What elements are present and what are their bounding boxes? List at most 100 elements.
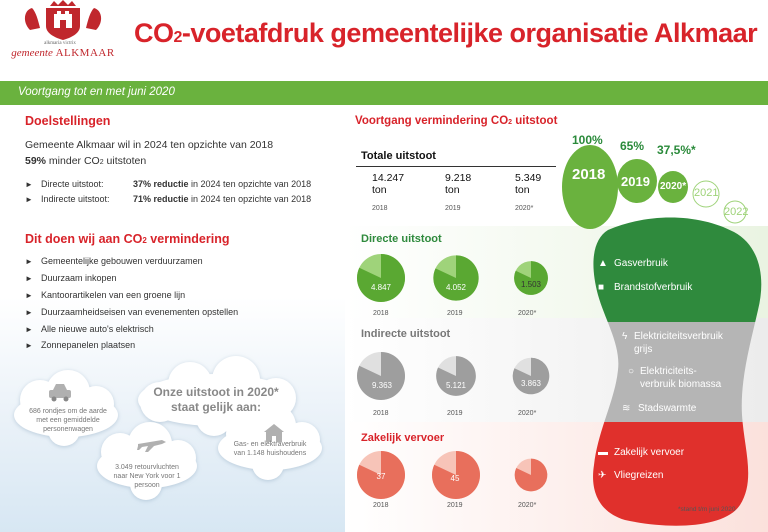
arrow-bullet-icon: ►	[25, 257, 33, 266]
logo-alkmaar: ALKMAAR	[55, 47, 115, 59]
action-item-text: Zonnepanelen plaatsen	[41, 340, 136, 350]
totaal-unit: ton	[515, 184, 530, 196]
car-icon: ▬	[598, 447, 608, 458]
arrow-bullet-icon: ►	[25, 180, 33, 189]
alkmaar-coat-of-arms-logo	[24, 0, 102, 40]
toe-percentage-2020: 37,5%*	[657, 143, 696, 157]
foot-item-district-heating: ≋ Stadswarmte	[622, 402, 696, 415]
bulb-icon: ○	[628, 366, 635, 377]
indirecte-value-2018: 9.363	[371, 381, 393, 390]
actions-heading-sub: 2	[142, 236, 147, 245]
house-cloud	[218, 404, 322, 480]
action-item: ► Gemeentelijke gebouwen verduurzamen	[25, 256, 203, 266]
zakelijk-pie-slice-2	[514, 458, 548, 492]
totaal-number: 9.218	[445, 172, 472, 184]
toe-percentage-2018: 100%	[572, 133, 603, 147]
year-label: 2020*	[515, 205, 534, 212]
foot-item-label: Elektriciteitsverbruik grijs	[634, 331, 723, 355]
directe-value-2018: 4.847	[370, 283, 392, 292]
house-icon	[264, 424, 284, 442]
foot-item-label: Stadswarmte	[638, 403, 697, 414]
logo-gemeente: gemeente	[11, 47, 53, 59]
goal-row-rest: in 2024 ten opzichte van 2018	[188, 194, 312, 204]
toe-percentage-2019: 65%	[620, 139, 645, 153]
year-label: 2018	[373, 410, 389, 417]
zakelijk-value-2019: 45	[450, 474, 460, 483]
toe-label-2018: 2018	[572, 166, 606, 183]
zakelijk-value-2018: 37	[376, 472, 386, 481]
arrow-bullet-icon: ►	[25, 195, 33, 204]
year-label: 2020*	[518, 410, 537, 417]
toe-2018	[562, 145, 618, 229]
year-label: 2019	[447, 310, 463, 317]
totaal-unit: ton	[445, 184, 460, 196]
totaal-number: 5.349	[515, 172, 542, 184]
goals-percentage: 59%	[25, 155, 47, 167]
action-item-text: Kantoorartikelen van een groene lijn	[41, 290, 186, 300]
toe-label-2021: 2021	[694, 187, 719, 199]
goals-line-1: Gemeente Alkmaar wil in 2024 ten opzicht…	[25, 139, 274, 151]
plane-cloud	[97, 422, 197, 500]
fuel-pump-icon: ■	[598, 282, 605, 293]
directe-pie-slice-1	[433, 255, 479, 301]
cloud-title-line-2: staat gelijk aan:	[170, 400, 262, 414]
foot-item-gas: ▲Gasverbruik	[598, 257, 668, 270]
zakelijk-title: Zakelijk vervoer	[361, 432, 445, 444]
title-cloud	[138, 356, 296, 436]
goals-line-2: 59% minder CO2 uitstoten	[25, 155, 146, 167]
totaal-number: 14.247	[372, 172, 405, 184]
action-item-text: Alle nieuwe auto's elektrisch	[41, 324, 154, 334]
car-icon	[49, 384, 71, 402]
action-item: ► Alle nieuwe auto's elektrisch	[25, 324, 154, 334]
progress-heading: Voortgang vermindering CO2 uitstoot	[355, 115, 557, 127]
house-cloud-text: Gas- en elektraverbruik van 1.148 huisho…	[233, 441, 307, 457]
foot-item-electricity-grey: ϟ Elektriciteitsverbruik grijs	[622, 330, 734, 356]
toe-label-2020: 2020*	[660, 181, 687, 192]
lightning-icon: ϟ	[622, 331, 628, 342]
indirecte-title: Indirecte uitstoot	[361, 328, 451, 340]
goal-row-direct: ►Directe uitstoot:37% reductie in 2024 t…	[25, 179, 311, 189]
directe-pie-slice-0	[357, 254, 406, 303]
action-item-text: Gemeentelijke gebouwen verduurzamen	[41, 256, 203, 266]
foot-item-label-2: verbruik biomassa	[640, 379, 722, 390]
title-subscript: 2	[173, 29, 183, 46]
arrow-bullet-icon: ►	[25, 325, 33, 334]
foot-transport-zone	[593, 422, 762, 526]
goal-row-label: Indirecte uitstoot:	[41, 194, 110, 204]
actions-heading-pre: Dit doen wij aan CO	[25, 232, 143, 246]
arrow-bullet-icon: ►	[25, 291, 33, 300]
directe-title: Directe uitstoot	[361, 233, 442, 245]
page-title: CO2-voetafdruk gemeentelijke organisatie…	[134, 18, 758, 49]
cloud-title: Onze uitstoot in 2020*staat gelijk aan:	[148, 385, 284, 415]
goal-row-rest: in 2024 ten opzichte van 2018	[188, 179, 312, 189]
goal-row-indirect: ► Indirecte uitstoot: 71% reductie in 2024…	[25, 194, 311, 204]
year-label: 2018	[373, 310, 389, 317]
plane-icon: ✈	[598, 470, 607, 481]
goals-line-2-sub: 2	[99, 159, 104, 166]
toe-label-2022: 2022	[724, 206, 749, 218]
goal-row-bold: 71% reductie	[133, 194, 189, 204]
indirecte-value-2019: 5.121	[445, 381, 467, 390]
zakelijk-value-2020: 10	[525, 474, 535, 483]
totaal-underline	[356, 166, 556, 167]
foot-indirect-zone	[593, 322, 762, 422]
goals-line-2-post: uitstoten	[103, 155, 147, 167]
zakelijk-pie-slice-0	[357, 451, 406, 499]
zakelijk-pie-slice-1	[432, 451, 480, 499]
year-label: 2019	[447, 410, 463, 417]
progress-heading-post: uitstoot	[512, 115, 558, 127]
heating-icon: ≋	[622, 403, 631, 414]
year-label: 2020*	[518, 502, 537, 509]
toe-2019	[617, 159, 657, 203]
year-label: 2019	[447, 502, 463, 509]
foot-item-label: Vliegreizen	[614, 470, 664, 481]
toe-label-2019: 2019	[621, 174, 650, 189]
arrow-bullet-icon: ►	[25, 308, 33, 317]
indirecte-pie-slice-0	[357, 352, 406, 401]
action-item: ► Kantoorartikelen van een groene lijn	[25, 290, 185, 300]
arrow-bullet-icon: ►	[25, 274, 33, 283]
year-label: 2019	[445, 205, 461, 212]
